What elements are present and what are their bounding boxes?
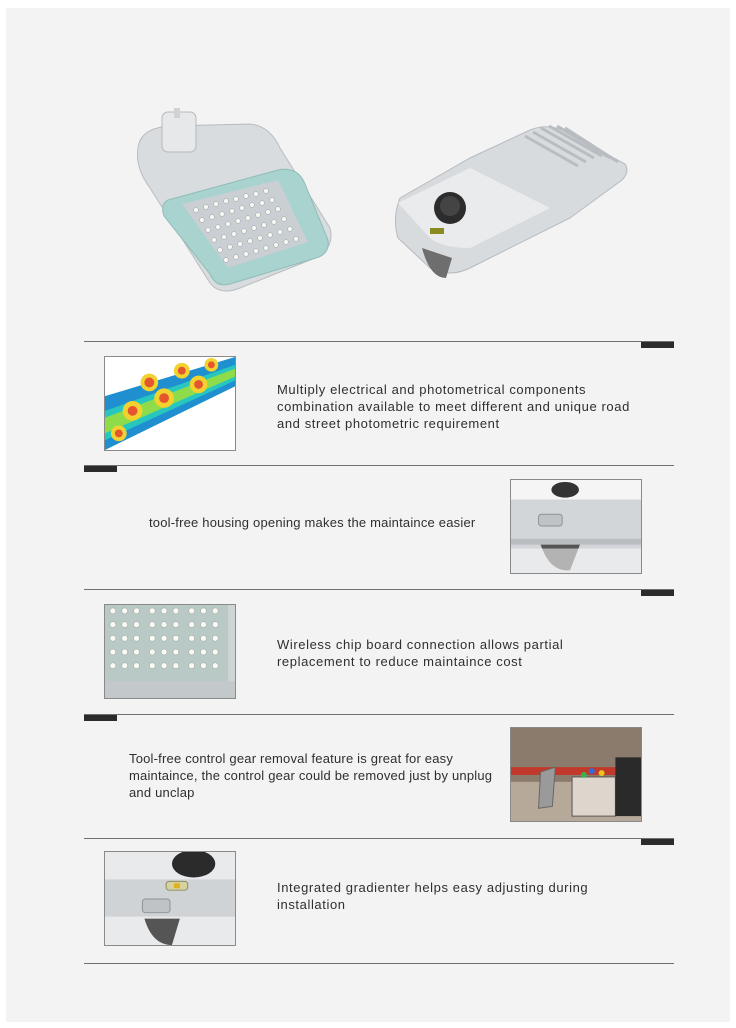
- control-gear-image: [510, 727, 642, 822]
- section-divider: [84, 838, 674, 839]
- feature-description: tool-free housing opening makes the main…: [149, 515, 476, 530]
- section-divider: [84, 963, 674, 964]
- led-chip-board-image: [104, 604, 236, 699]
- divider-tab: [84, 715, 117, 721]
- feature-description: Wireless chip board connection allows pa…: [277, 637, 564, 669]
- section-divider: [84, 465, 674, 466]
- divider-tab: [641, 342, 674, 348]
- divider-tab: [84, 466, 117, 472]
- section-divider: [84, 341, 674, 342]
- hero-product-images: [137, 108, 628, 292]
- photometric-heatmap-image: [104, 356, 236, 451]
- feature-description: Tool-free control gear removal feature i…: [129, 751, 493, 800]
- section-divider: [84, 714, 674, 715]
- housing-latch-image: [510, 479, 642, 574]
- street-light-back-product-photo: [394, 124, 628, 278]
- street-light-front-product-photo: [137, 108, 332, 292]
- gradienter-image: [104, 851, 236, 946]
- section-divider: [84, 589, 674, 590]
- divider-tab: [641, 839, 674, 845]
- feature-description: Multiply electrical and photometrical co…: [277, 382, 630, 431]
- divider-tab: [641, 590, 674, 596]
- feature-description: Integrated gradienter helps easy adjusti…: [277, 880, 589, 912]
